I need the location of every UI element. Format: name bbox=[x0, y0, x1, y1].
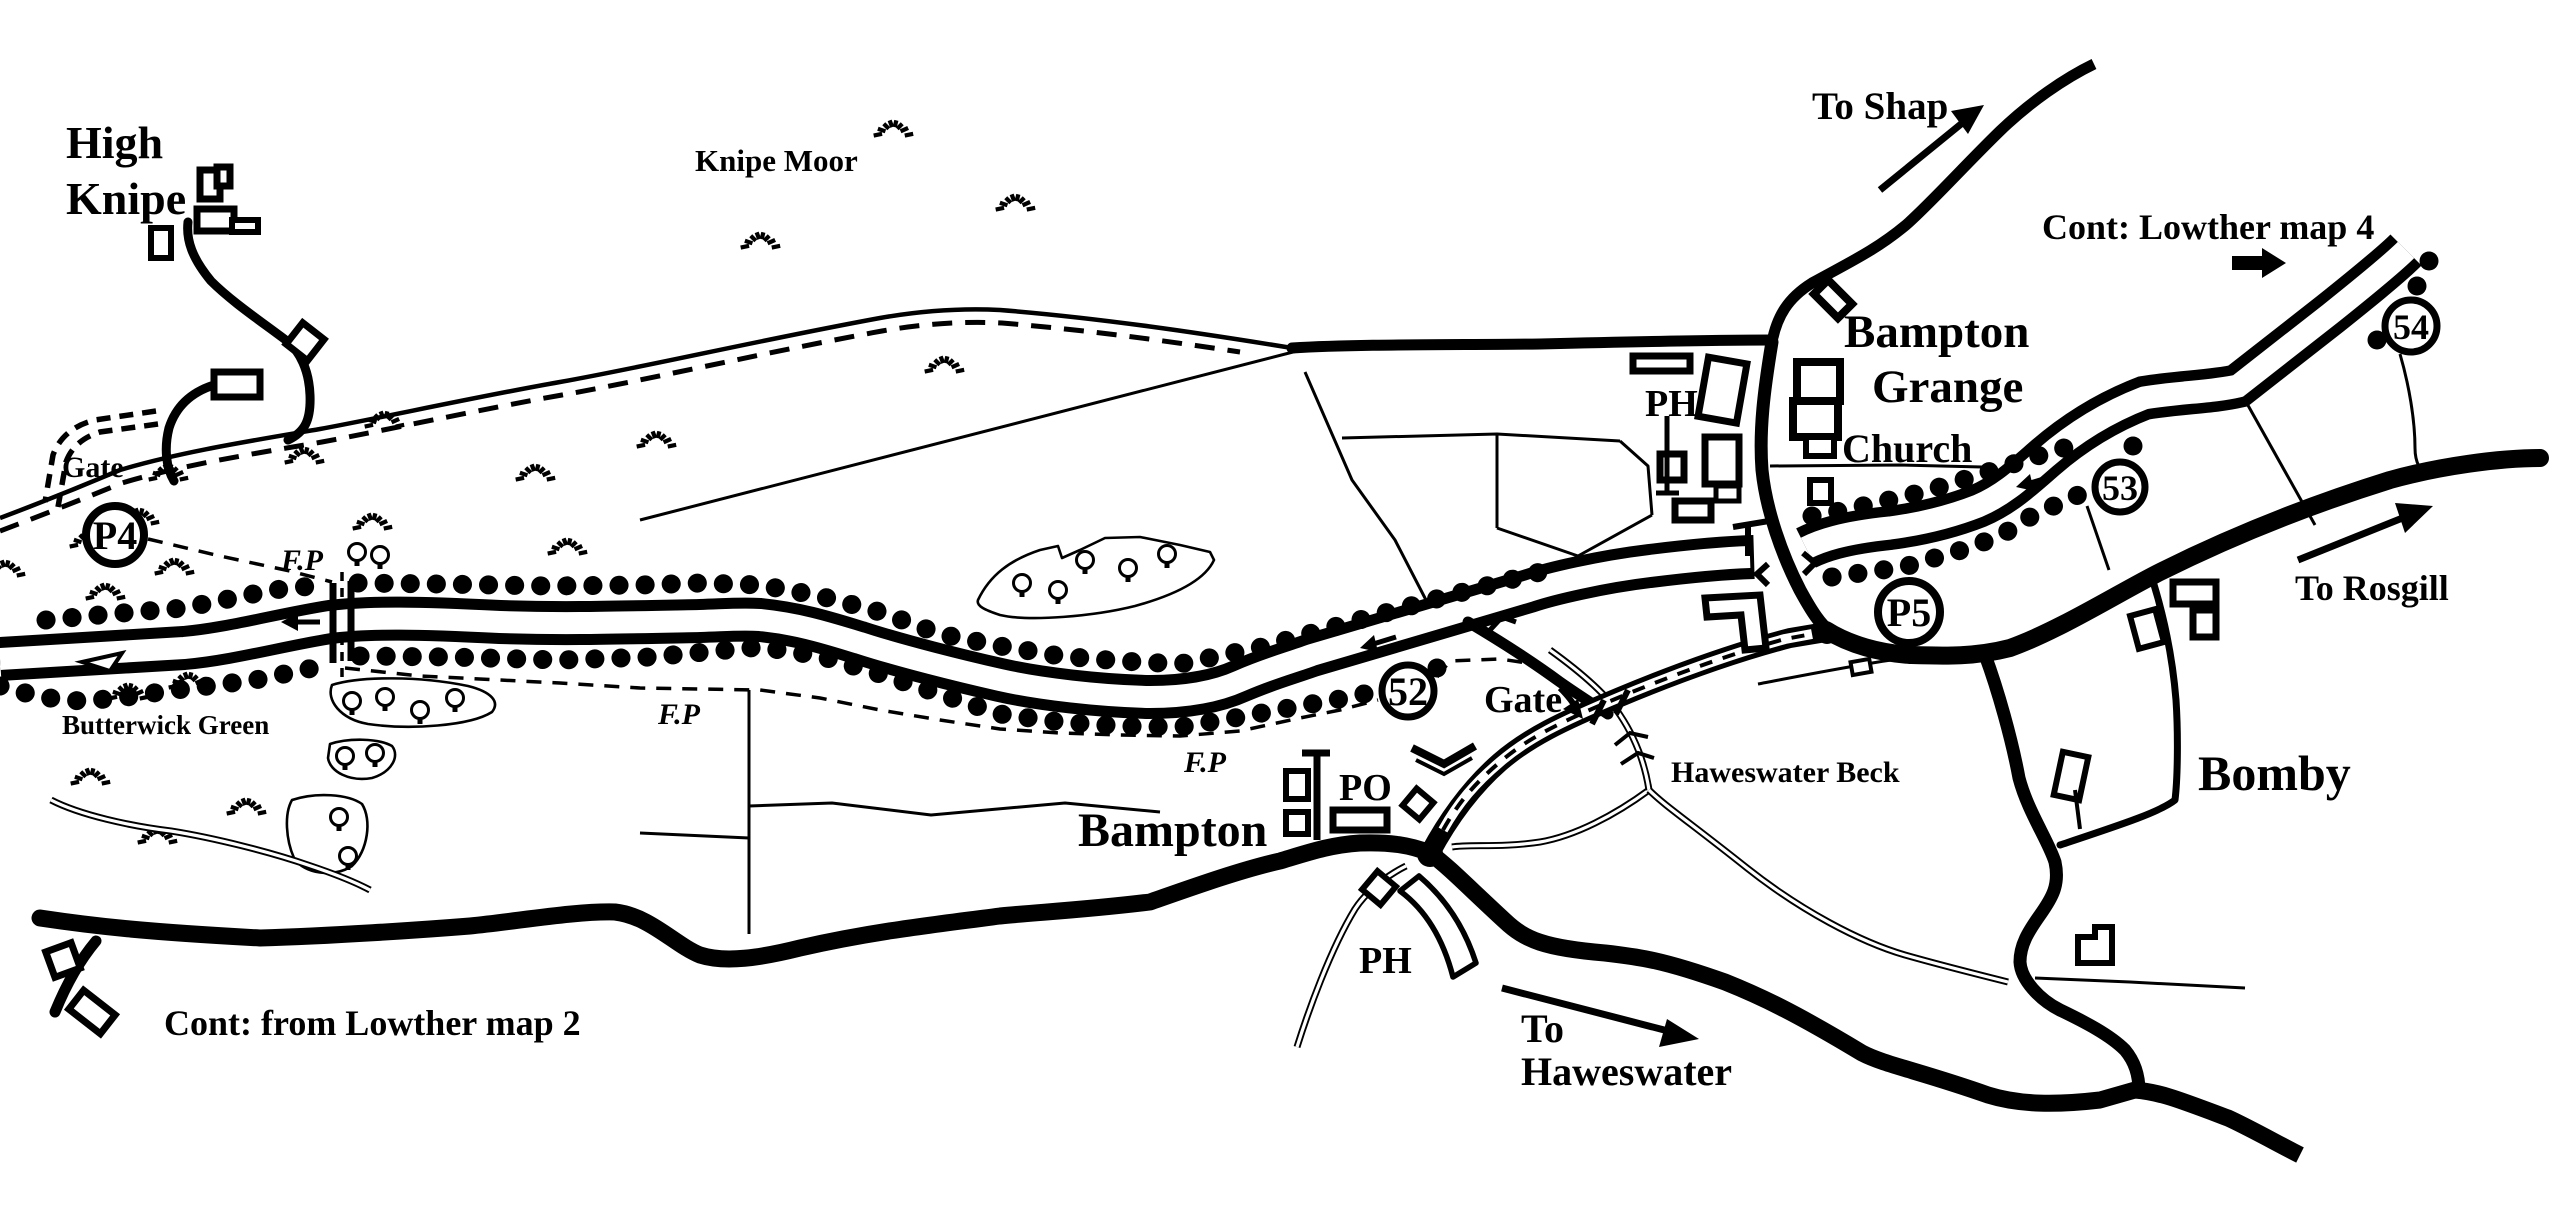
svg-text:PH: PH bbox=[1645, 383, 1698, 425]
svg-text:Butterwick Green: Butterwick Green bbox=[62, 710, 269, 740]
svg-text:P5: P5 bbox=[1887, 590, 1931, 635]
svg-text:To: To bbox=[1521, 1006, 1564, 1051]
svg-text:PO: PO bbox=[1339, 767, 1392, 809]
svg-text:Cont: Lowther map 4: Cont: Lowther map 4 bbox=[2042, 207, 2374, 247]
svg-text:Bampton: Bampton bbox=[1078, 804, 1267, 857]
svg-text:F.P: F.P bbox=[657, 698, 701, 731]
svg-text:Church: Church bbox=[1842, 426, 1972, 471]
svg-text:Knipe: Knipe bbox=[66, 173, 186, 224]
svg-text:Knipe Moor: Knipe Moor bbox=[695, 143, 858, 178]
svg-text:Bomby: Bomby bbox=[2198, 745, 2351, 801]
svg-text:Haweswater Beck: Haweswater Beck bbox=[1671, 756, 1900, 789]
svg-text:54: 54 bbox=[2393, 307, 2429, 347]
svg-text:PH: PH bbox=[1359, 940, 1412, 982]
svg-text:F.P: F.P bbox=[280, 544, 324, 577]
svg-text:P4: P4 bbox=[93, 513, 137, 558]
svg-text:Gate: Gate bbox=[62, 451, 124, 484]
svg-text:To Rosgill: To Rosgill bbox=[2295, 568, 2449, 608]
svg-text:Grange: Grange bbox=[1872, 361, 2023, 413]
svg-text:Haweswater: Haweswater bbox=[1521, 1049, 1732, 1094]
svg-text:Gate: Gate bbox=[1484, 679, 1562, 721]
svg-text:High: High bbox=[66, 117, 163, 168]
svg-text:Bampton: Bampton bbox=[1844, 306, 2029, 358]
svg-text:53: 53 bbox=[2102, 468, 2138, 508]
svg-text:To Shap: To Shap bbox=[1812, 85, 1948, 128]
svg-text:F.P: F.P bbox=[1183, 746, 1227, 779]
svg-text:52: 52 bbox=[1388, 669, 1428, 714]
svg-text:Cont: from Lowther map 2: Cont: from Lowther map 2 bbox=[164, 1003, 581, 1043]
